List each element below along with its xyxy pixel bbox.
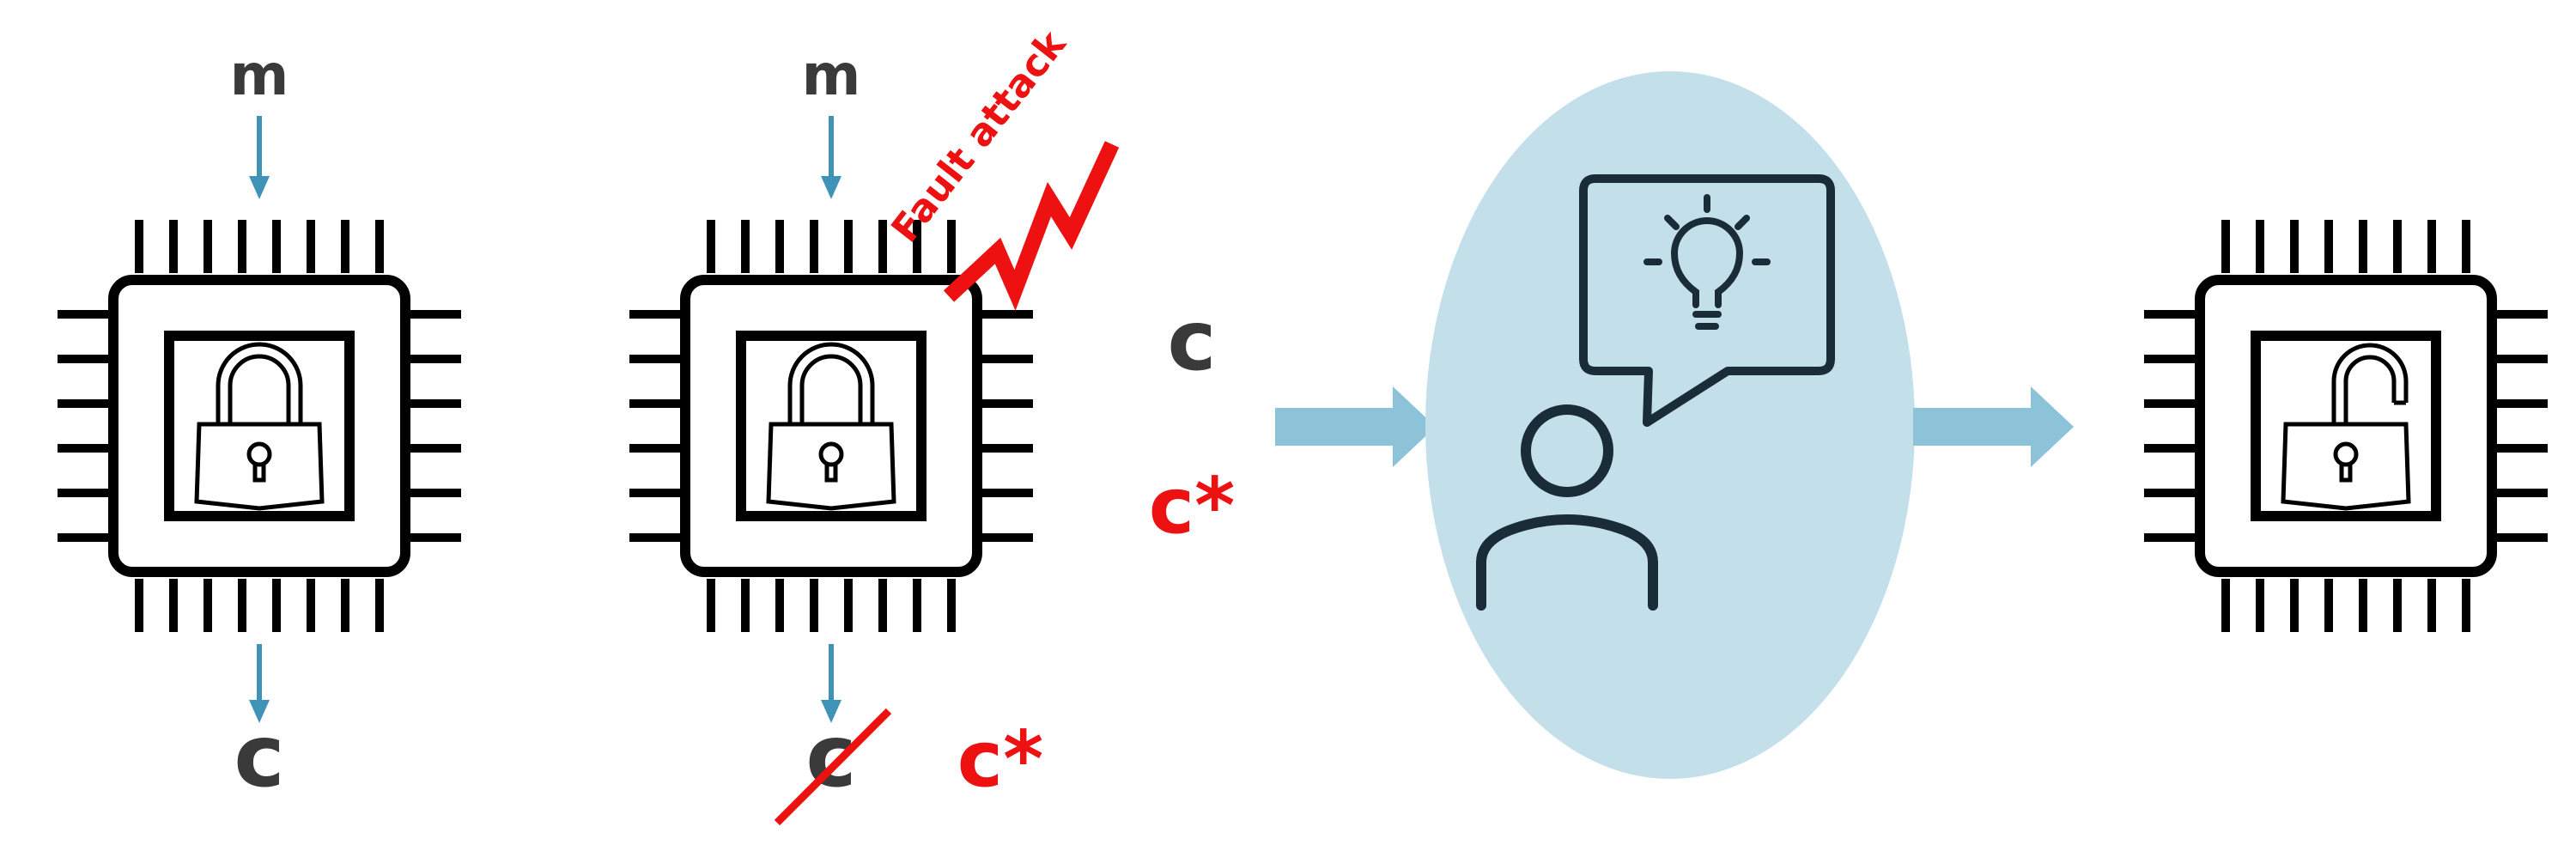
input-label: m <box>230 42 289 108</box>
person-icon <box>1476 404 1658 611</box>
input-arrow <box>249 116 270 199</box>
faulty-output-label: c* <box>957 714 1043 805</box>
faulty-ciphertext-label: c* <box>1149 461 1235 551</box>
ciphertext-pair: c c* <box>1149 293 1235 551</box>
input-label: m <box>802 42 861 108</box>
output-arrow <box>821 644 841 723</box>
panel-fault-injection: m Fault attack c c* <box>629 21 1120 826</box>
flow-arrow-to-broken-chip <box>1913 386 2074 467</box>
lightbulb-icon <box>1643 194 1771 330</box>
flow-arrow-to-analysis <box>1275 386 1436 467</box>
input-arrow <box>821 116 841 199</box>
analysis-panel <box>1425 71 1915 779</box>
output-arrow <box>249 644 270 723</box>
analyst-with-idea-icon <box>1476 174 1835 611</box>
unlocked-chip-icon <box>2144 220 2548 632</box>
correct-ciphertext-label: c <box>1168 293 1217 389</box>
panel-normal-encryption: m c <box>58 42 461 806</box>
locked-chip-icon <box>58 220 461 632</box>
output-label: c <box>234 706 284 806</box>
strike-through-line <box>774 708 892 826</box>
fault-zigzag-icon <box>943 141 1120 311</box>
